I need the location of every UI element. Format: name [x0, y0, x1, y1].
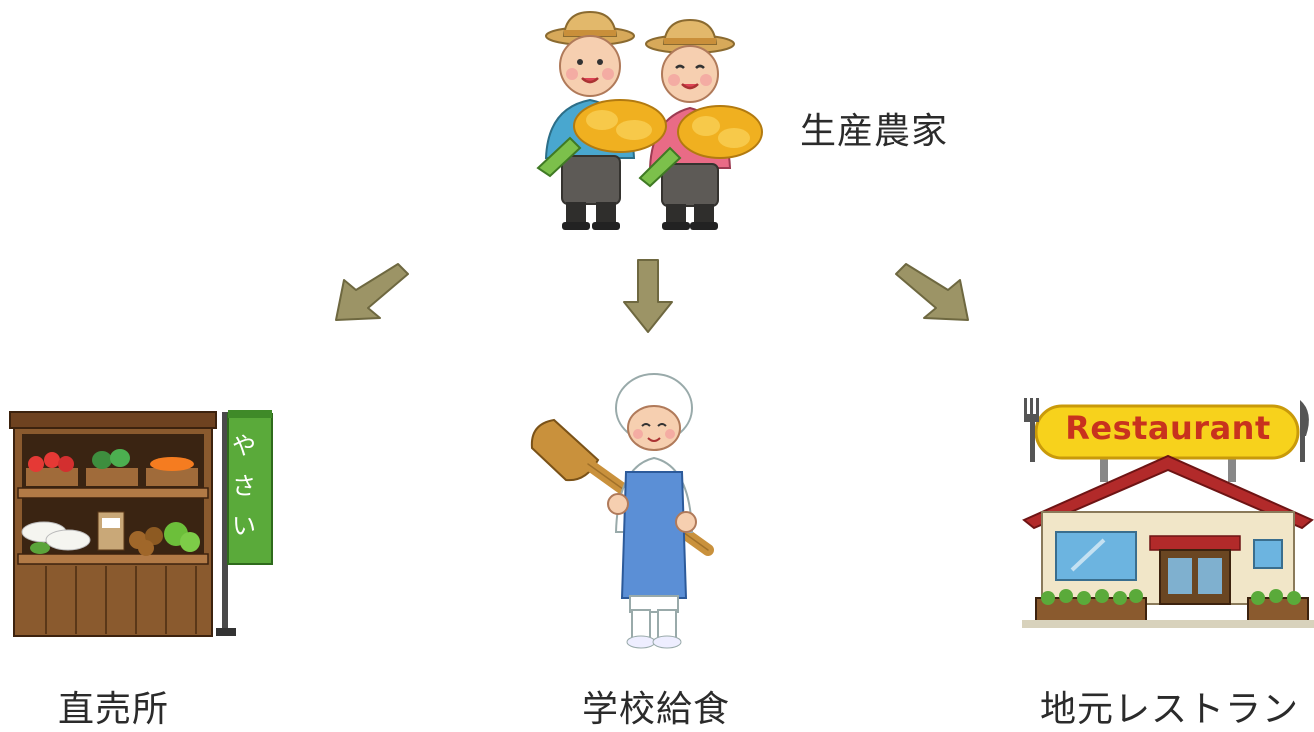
vegetable-stand-icon — [9, 410, 273, 637]
farmer-couple-icon — [536, 10, 763, 230]
direct-shop-label: 直売所 — [58, 689, 170, 730]
restaurant-building-icon — [1022, 398, 1314, 628]
arrow-to-school-lunch — [623, 259, 673, 333]
arrow-to-direct-shop — [335, 263, 409, 321]
restaurant-label: 地元レストラン — [1040, 689, 1300, 730]
fork-icon — [1024, 398, 1039, 462]
producer-label: 生産農家 — [800, 111, 949, 152]
banner-text: やさい — [232, 432, 256, 540]
school-lunch-label: 学校給食 — [582, 689, 731, 730]
restaurant-sign-text: Restaurant — [1065, 409, 1271, 447]
rice-bundle-icon — [536, 99, 763, 188]
arrow-to-restaurant — [895, 263, 969, 321]
farmer-man — [544, 10, 636, 230]
lunch-cook-icon — [530, 373, 714, 649]
knife-icon — [1300, 400, 1309, 462]
